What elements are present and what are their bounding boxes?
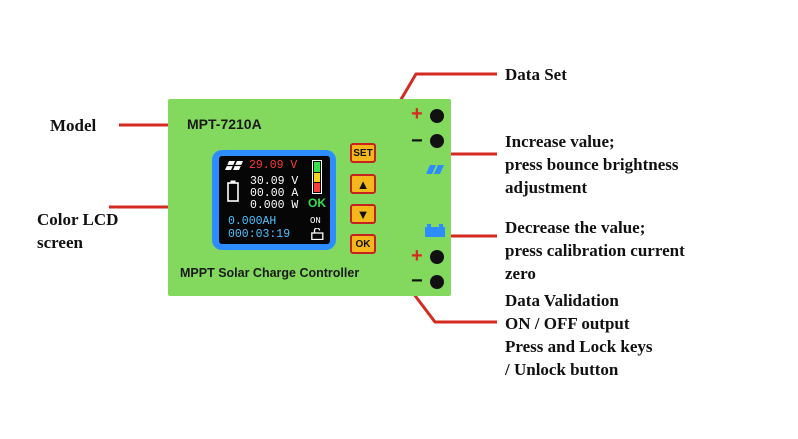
battery-minus-sign: − <box>411 270 423 292</box>
ok-button[interactable]: OK <box>350 234 376 254</box>
footer-title: MPPT Solar Charge Controller <box>180 266 360 280</box>
label-decrease: Decrease the value; press calibration cu… <box>505 216 685 285</box>
solar-panel-icon <box>225 161 243 170</box>
lcd-time: 000:03:19 <box>228 228 291 241</box>
battery-minus-terminal <box>430 275 444 289</box>
label-ok-line: / Unlock button <box>505 360 619 379</box>
label-ok-line: Press and Lock keys <box>505 337 653 356</box>
label-model: Model <box>50 116 97 135</box>
solar-panel-icon <box>426 165 444 174</box>
label-increase-line: press bounce brightness <box>505 155 679 174</box>
label-lcd-line: Color LCD <box>37 210 119 229</box>
solar-minus-sign: − <box>411 130 423 152</box>
label-increase-line: Increase value; <box>505 132 615 151</box>
unlock-icon <box>311 228 324 240</box>
lcd-input-voltage: 29.09 V <box>249 159 298 172</box>
battery-icon <box>227 180 239 202</box>
increase-button[interactable]: ▲ <box>350 174 376 194</box>
battery-icon <box>425 224 445 237</box>
solar-plus-terminal <box>430 109 444 123</box>
label-increase: Increase value; press bounce brightness … <box>505 130 679 199</box>
lcd-power: 0.000 W <box>250 199 299 212</box>
label-decrease-line: zero <box>505 264 536 283</box>
charge-level-bar <box>312 160 322 194</box>
lcd-ok-status: OK <box>308 196 326 210</box>
model-name: MPT-7210A <box>187 116 262 132</box>
label-ok-line: Data Validation <box>505 291 619 310</box>
lcd-amp-hours: 0.000AH <box>228 215 277 228</box>
label-lcd-line: screen <box>37 233 83 252</box>
label-lcd: Color LCD screen <box>37 208 118 254</box>
label-increase-line: adjustment <box>505 178 588 197</box>
label-decrease-line: press calibration current <box>505 241 685 260</box>
label-decrease-line: Decrease the value; <box>505 218 646 237</box>
label-data-set: Data Set <box>505 65 567 84</box>
lcd-screen: 29.09 V 30.09 V 00.00 A 0.000 W OK 0.000… <box>219 156 330 244</box>
set-button[interactable]: SET <box>350 143 376 163</box>
battery-plus-terminal <box>430 250 444 264</box>
battery-plus-sign: + <box>411 245 423 267</box>
lcd-on-status: ON <box>310 216 321 226</box>
lcd-current: 00.00 A <box>250 187 299 200</box>
label-ok: Data Validation ON / OFF output Press an… <box>505 289 653 381</box>
decrease-button[interactable]: ▼ <box>350 204 376 224</box>
solar-minus-terminal <box>430 134 444 148</box>
solar-plus-sign: + <box>411 103 423 125</box>
label-ok-line: ON / OFF output <box>505 314 630 333</box>
lcd-voltage: 30.09 V <box>250 175 299 188</box>
